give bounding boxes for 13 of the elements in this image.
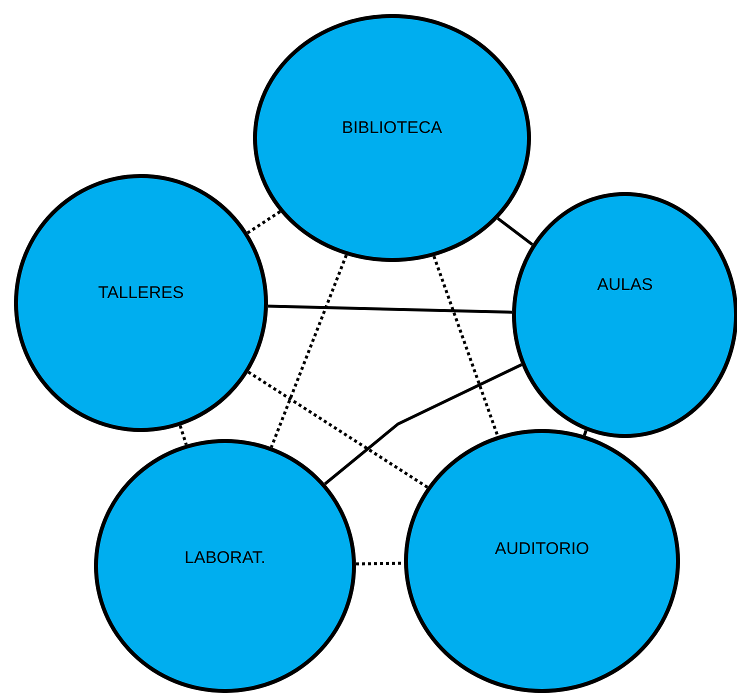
node-label: BIBLIOTECA xyxy=(342,118,442,138)
dotted-connector xyxy=(178,425,188,446)
connector-line xyxy=(324,363,522,486)
connector-line xyxy=(268,304,512,314)
node-label: AUDITORIO xyxy=(494,539,590,559)
dotted-connector xyxy=(270,254,348,448)
connector-line xyxy=(496,217,534,246)
dotted-connector xyxy=(247,370,428,489)
dotted-connector xyxy=(246,210,281,234)
node-label: TALLERES xyxy=(98,283,184,303)
node-label: AULAS xyxy=(597,275,653,295)
dotted-connector xyxy=(432,256,500,436)
node-label: LABORAT. xyxy=(184,548,266,568)
